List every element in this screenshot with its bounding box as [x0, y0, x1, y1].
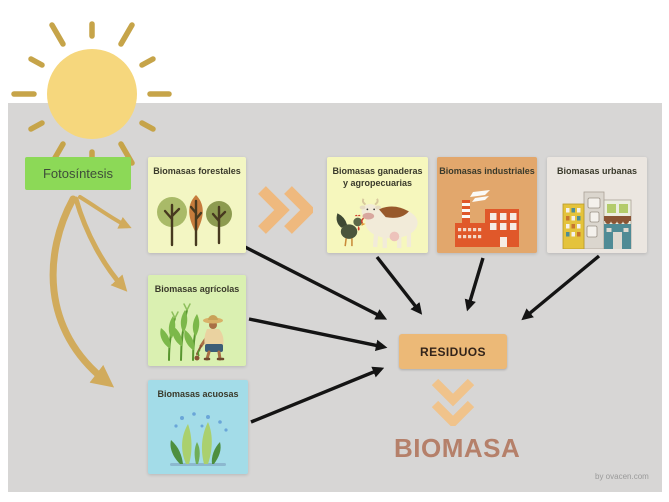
- residuos-label: RESIDUOS: [420, 344, 486, 359]
- photosynthesis-box: Fotosíntesis: [25, 157, 131, 190]
- biomass-box-industriales: Biomasas industriales: [437, 157, 537, 253]
- box-title: Biomasas ganaderas y agropecuarias: [332, 166, 423, 188]
- box-title: Biomasas forestales: [153, 166, 241, 176]
- biomass-box-agricolas: Biomasas agrícolas: [148, 275, 246, 366]
- city-buildings-icon: [547, 191, 647, 249]
- chevron-right-icon: [258, 186, 313, 234]
- sun-icon: [11, 21, 172, 167]
- photosynthesis-label: Fotosíntesis: [42, 166, 114, 181]
- chevron-down-icon: [431, 378, 475, 426]
- water-plants-icon: [148, 410, 248, 470]
- biomass-box-acuosas: Biomasas acuosas: [148, 380, 248, 474]
- biomass-box-urbanas: Biomasas urbanas: [547, 157, 647, 253]
- box-title: Biomasas acuosas: [157, 389, 239, 399]
- biomass-box-ganaderas: Biomasas ganaderas y agropecuarias: [327, 157, 428, 253]
- trees-icon: [148, 189, 246, 249]
- cow-rooster-icon: [327, 193, 428, 249]
- farmer-crops-icon: [148, 296, 246, 362]
- box-title: Biomasas agrícolas: [154, 284, 240, 294]
- credit-text: by ovacen.com: [595, 472, 649, 481]
- box-title: Biomasas industriales: [439, 166, 535, 176]
- biomass-box-forestales: Biomasas forestales: [148, 157, 246, 253]
- residuos-box: RESIDUOS: [399, 334, 507, 369]
- box-title: Biomasas urbanas: [556, 166, 638, 176]
- factory-icon: [437, 189, 537, 249]
- biomasa-title: BIOMASA: [394, 433, 521, 463]
